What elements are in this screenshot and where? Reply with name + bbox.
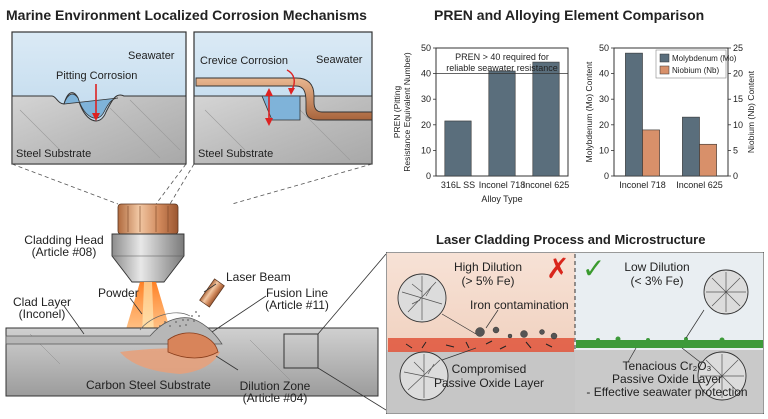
bar <box>444 120 472 177</box>
pit-cavity <box>63 93 119 119</box>
pitting-corrosion-label: Pitting Corrosion <box>56 70 138 82</box>
y-tick-label-right: 25 <box>733 43 743 53</box>
x-tick-label: Inconel 718 <box>479 180 526 190</box>
tenacious-line-3: - Effective seawater protection <box>586 385 748 399</box>
y-tick-label: 20 <box>421 120 431 130</box>
legend-swatch <box>659 65 670 75</box>
compromised-line-1: Compromised <box>451 362 527 376</box>
annotation: reliable seawater resistance <box>446 63 558 73</box>
microstructure-panel <box>386 252 764 414</box>
y-tick-label: 10 <box>421 145 431 155</box>
compromised-line-2: Passive Oxide Layer <box>433 376 545 390</box>
process-title: Laser Cladding Process and Microstructur… <box>436 232 706 247</box>
y-tick-label: 50 <box>421 43 431 53</box>
cladding-head-label: Cladding Head (Article #08) <box>14 234 114 258</box>
powder-label: Powder <box>98 286 139 300</box>
seawater-label-left: Seawater <box>128 50 175 62</box>
bar <box>682 116 700 177</box>
compromised-layer-label: Compromised Passive Oxide Layer <box>414 362 564 390</box>
compromised-oxide-layer <box>388 338 574 352</box>
y-tick-label-right: 20 <box>733 69 743 79</box>
tenacious-line-1: Tenacious Cr₂O₃ <box>622 359 712 373</box>
legend-swatch <box>659 53 670 63</box>
high-dilution-label: High Dilution (> 5% Fe) <box>440 260 536 288</box>
bar <box>532 61 560 177</box>
y-tick-label-right: 5 <box>733 145 738 155</box>
y-tick-label-right: 0 <box>733 171 738 181</box>
high-dilution-sub: (> 5% Fe) <box>461 274 515 288</box>
bar <box>699 143 717 177</box>
cladding-process-diagram <box>5 203 387 411</box>
corrosion-title: Marine Environment Localized Corrosion M… <box>6 7 367 23</box>
fusion-line-label: Fusion Line (Article #11) <box>258 287 336 311</box>
tenacious-oxide-layer <box>576 340 763 348</box>
legend-label: Niobium (Nb) <box>672 66 719 75</box>
annotation: PREN > 40 required for <box>455 52 549 62</box>
low-dilution-title: Low Dilution <box>624 260 690 274</box>
x-tick-label: 316L SS <box>441 180 475 190</box>
pren-title: PREN and Alloying Element Comparison <box>434 7 705 23</box>
high-dilution-title: High Dilution <box>453 260 523 274</box>
substrate-label-right: Steel Substrate <box>198 148 274 160</box>
x-tick-label: Inconel 625 <box>676 180 723 190</box>
laser-beam-label: Laser Beam <box>226 270 291 284</box>
y-axis-label: Resistance Equivalent Number) <box>402 52 412 172</box>
y-axis-label-right: Niobium (Nb) Content <box>746 70 756 153</box>
fusion-line-ref: (Article #11) <box>265 298 329 312</box>
clad-layer-material: (Inconel) <box>18 307 66 321</box>
y-tick-label-left: 20 <box>599 120 609 130</box>
low-dilution-label: Low Dilution (< 3% Fe) <box>612 260 702 288</box>
cladding-head-text: Cladding Head <box>24 233 104 247</box>
cladding-head-ref: (Article #08) <box>31 245 97 259</box>
nozzle-top <box>117 203 179 235</box>
y-axis-label-left: Molybdenum (Mo) Content <box>584 61 594 162</box>
y-tick-label-left: 30 <box>599 94 609 104</box>
y-tick-label: 30 <box>421 94 431 104</box>
low-dilution-sub: (< 3% Fe) <box>630 274 684 288</box>
clad-track <box>5 317 223 345</box>
y-tick-label-left: 10 <box>599 145 609 155</box>
y-tick-label-left: 40 <box>599 69 609 79</box>
x-tick-label: Inconel 718 <box>619 180 666 190</box>
dilution-zone-label: Dilution Zone (Article #04) <box>232 380 318 404</box>
seawater-label-right: Seawater <box>316 54 363 66</box>
bar <box>642 129 660 177</box>
y-tick-label: 40 <box>421 69 431 79</box>
y-tick-label-right: 15 <box>733 94 743 104</box>
corrosion-diagram <box>11 31 373 205</box>
clad-layer-label: Clad Layer (Inconel) <box>10 296 74 320</box>
fusion-line-text: Fusion Line <box>265 286 329 300</box>
nozzle-body <box>111 233 185 283</box>
crevice-corrosion-label: Crevice Corrosion <box>200 55 289 67</box>
x-tick-label: Inconel 625 <box>523 180 570 190</box>
cross-mark-icon: ✗ <box>546 252 570 285</box>
pitting-panel <box>11 31 187 165</box>
iron-contamination-label: Iron contamination <box>470 298 569 312</box>
bar <box>488 70 516 177</box>
y-tick-label-left: 50 <box>599 43 609 53</box>
crevice-panel <box>193 31 373 165</box>
bar <box>625 52 643 177</box>
substrate-label-left: Steel Substrate <box>16 148 92 160</box>
check-mark-icon: ✓ <box>582 252 606 285</box>
y-tick-label-left: 0 <box>604 171 609 181</box>
powder-nozzle <box>199 278 225 308</box>
legend-label: Molybdenum (Mo) <box>672 54 737 63</box>
magnifier-square <box>283 333 319 369</box>
dilution-zone-ref: (Article #04) <box>242 391 308 405</box>
y-tick-label-right: 10 <box>733 120 743 130</box>
clad-layer-text: Clad Layer <box>12 295 72 309</box>
tenacious-line-2: Passive Oxide Layer <box>611 372 723 386</box>
y-axis-label: PREN (Pitting <box>392 86 402 139</box>
x-axis-label: Alloy Type <box>481 194 522 204</box>
dilution-zone-text: Dilution Zone <box>239 379 311 393</box>
substrate-label: Carbon Steel Substrate <box>86 378 211 392</box>
y-tick-label: 0 <box>426 171 431 181</box>
crevice-top-plate <box>195 77 373 121</box>
tenacious-layer-label: Tenacious Cr₂O₃ Passive Oxide Layer - Ef… <box>572 360 762 399</box>
